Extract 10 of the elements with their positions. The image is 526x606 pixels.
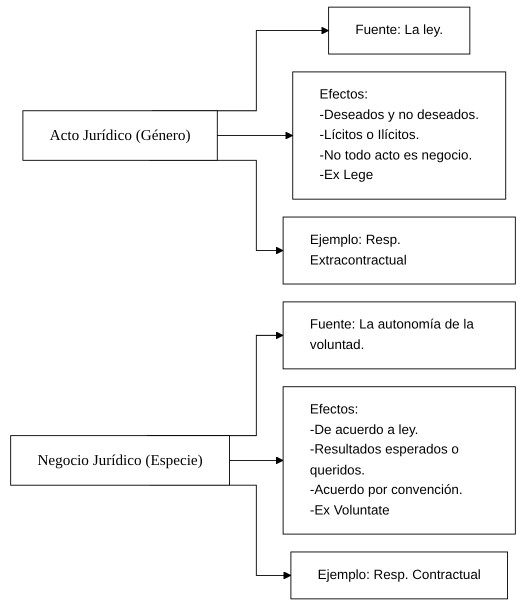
- node-box: Ejemplo: Resp. Contractual: [290, 552, 508, 600]
- node-box: Fuente: La ley.: [328, 6, 470, 54]
- node-box: Negocio Jurídico (Especie): [10, 435, 230, 486]
- arrow: [216, 132, 294, 140]
- node-box: Ejemplo: Resp. Extracontractual: [282, 216, 516, 284]
- arrow: [229, 456, 284, 464]
- node-box: Acto Jurídico (Género): [22, 110, 218, 161]
- node-box: Efectos: -Deseados y no deseados. -Lícitos o Ilícitos. -No todo acto es negocio. -Ex Lege: [292, 71, 506, 200]
- node-box: Fuente: La autonomía de la voluntad.: [282, 301, 516, 370]
- node-box: Efectos: -De acuerdo a ley. -Resultados esperados o queridos. -Acuerdo por convención. -Ex Voluntate: [282, 386, 516, 535]
